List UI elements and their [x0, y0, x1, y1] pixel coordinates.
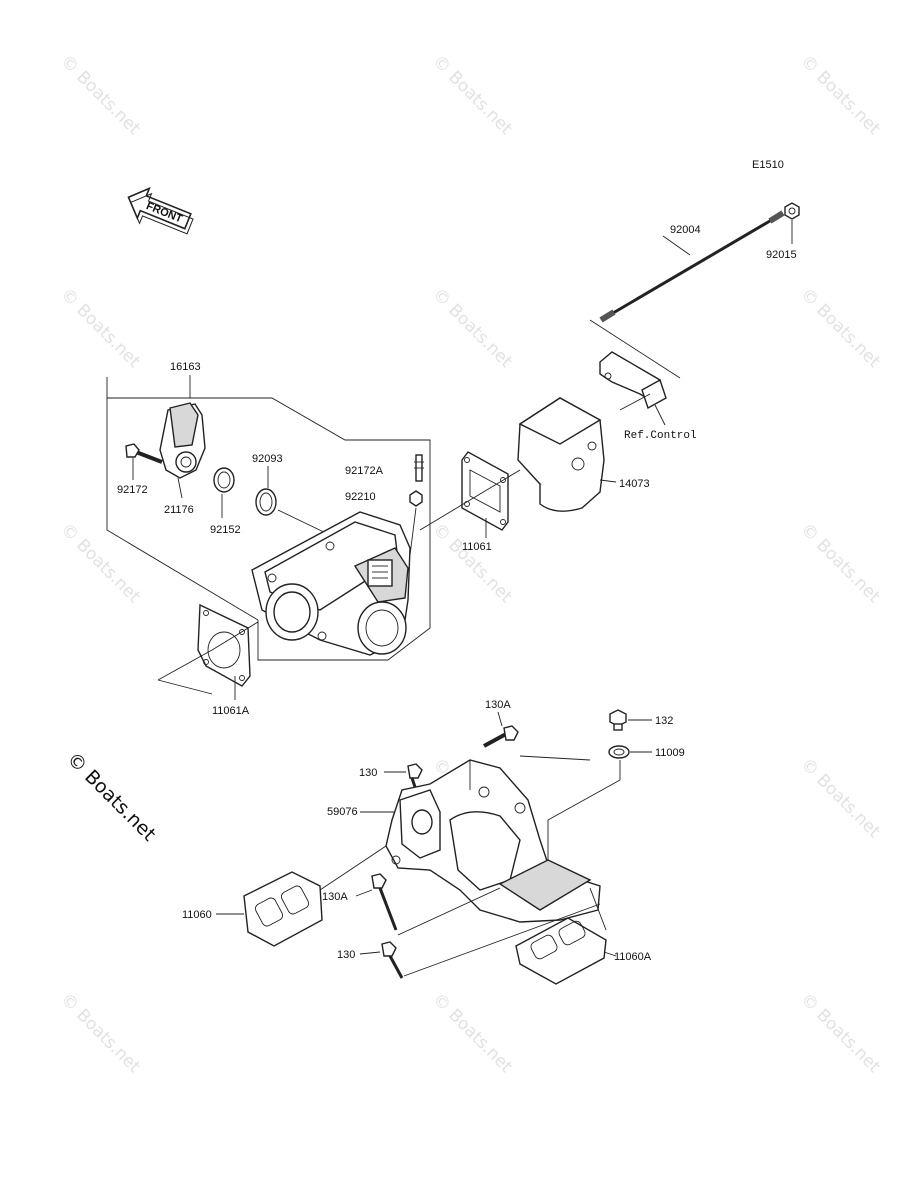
part-label-11060A: 11060A	[614, 951, 652, 963]
part-label-16163: 16163	[170, 361, 201, 373]
watermark: © Boats.net	[428, 989, 516, 1077]
watermark: © Boats.net	[56, 51, 144, 139]
watermark: © Boats.net	[796, 989, 884, 1077]
bolt-130A-bottom	[355, 873, 501, 936]
nut-92210	[409, 490, 423, 556]
gasket-11061A	[157, 603, 259, 700]
screw-92172	[125, 443, 163, 480]
diagram-code: E1510	[752, 159, 784, 171]
part-label-14073: 14073	[619, 478, 650, 490]
watermark: © Boats.net	[56, 989, 144, 1077]
part-label-11061: 11061	[462, 541, 492, 553]
bolt-130A-top	[483, 711, 519, 748]
part-label-21176: 21176	[164, 504, 194, 516]
part-label-11009: 11009	[655, 747, 685, 759]
part-label-92172: 92172	[117, 484, 148, 496]
screw-92172A	[414, 454, 424, 482]
part-label-130-top: 130	[359, 767, 377, 779]
throttle-sensor-21176	[159, 402, 206, 499]
watermark: © Boats.net	[428, 284, 516, 372]
part-label-92004: 92004	[670, 224, 701, 236]
part-label-130A-top: 130A	[485, 699, 511, 711]
watermark: © Boats.net	[56, 519, 144, 607]
part-label-11060: 11060	[182, 909, 212, 921]
front-arrow-icon: FRONT	[127, 186, 194, 235]
washer-11009	[547, 745, 652, 860]
plug-132	[609, 709, 652, 731]
part-label-130-bottom: 130	[337, 949, 355, 961]
cable-bracket	[589, 319, 681, 426]
watermark: © Boats.net	[428, 51, 516, 139]
part-label-130A-bottom: 130A	[322, 891, 348, 903]
gasket-11061	[419, 451, 521, 538]
part-label-92210: 92210	[345, 491, 376, 503]
watermark: © Boats.net	[796, 51, 884, 139]
ring-92152	[213, 467, 235, 518]
part-label-92015: 92015	[766, 249, 797, 261]
part-label-92093: 92093	[252, 453, 283, 465]
corner-watermark: © Boats.net	[62, 748, 160, 846]
manifold-59076	[360, 755, 601, 923]
throttle-body	[251, 511, 411, 656]
watermark: © Boats.net	[428, 519, 516, 607]
bolt-130-bottom	[359, 903, 601, 979]
part-label-132: 132	[655, 715, 673, 727]
silencer-14073	[517, 397, 617, 512]
reference-label: Ref.Control	[624, 430, 697, 442]
part-label-92172A: 92172A	[345, 465, 384, 477]
gasket-11060A	[515, 887, 617, 985]
part-label-92152: 92152	[210, 524, 241, 536]
part-label-59076: 59076	[327, 806, 358, 818]
watermark: © Boats.net	[796, 519, 884, 607]
part-label-11061A: 11061A	[212, 705, 250, 717]
watermark: © Boats.net	[796, 754, 884, 842]
watermark: © Boats.net	[796, 284, 884, 372]
assembly-box-16163	[106, 375, 431, 661]
throttle-cable	[599, 210, 785, 323]
watermarks: © Boats.net © Boats.net © Boats.net © Bo…	[56, 51, 884, 1077]
nut-92015	[784, 202, 800, 244]
oring-92093	[255, 466, 331, 536]
watermark: © Boats.net	[56, 284, 144, 372]
gasket-11060	[216, 845, 387, 947]
